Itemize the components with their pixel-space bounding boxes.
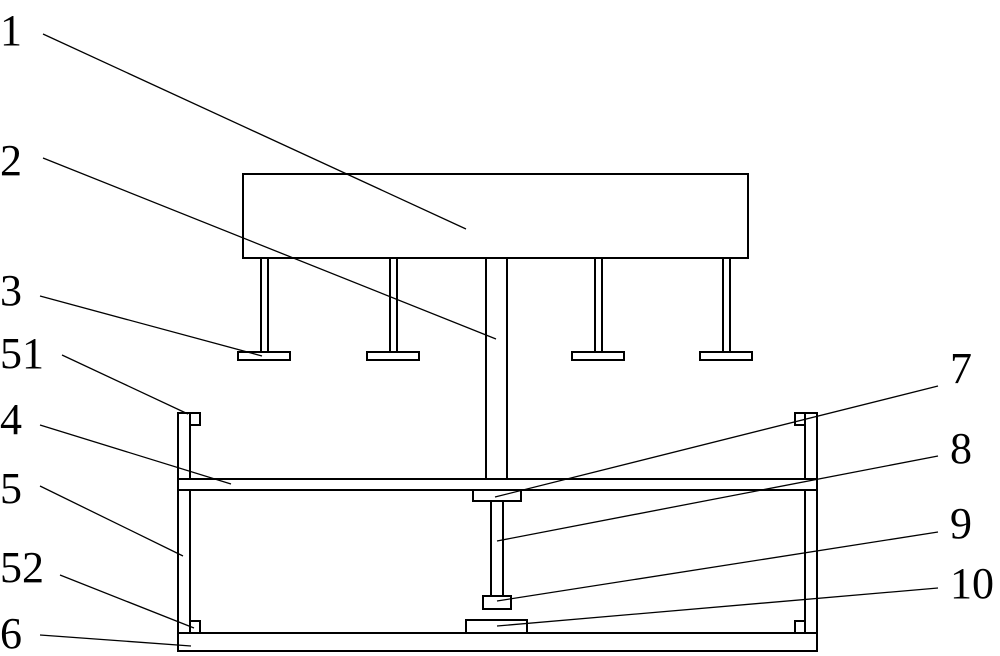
lower-shaft: [491, 501, 503, 609]
label-6: 6: [0, 609, 22, 656]
pin-stem-2: [390, 258, 397, 352]
label-7: 7: [950, 344, 972, 393]
leader-6: [40, 635, 191, 646]
leader-52: [60, 575, 194, 628]
lower-block-right: [795, 621, 805, 633]
label-1: 1: [0, 6, 22, 55]
leader-51: [62, 355, 188, 414]
bottom-mount: [466, 620, 527, 633]
label-2: 2: [0, 136, 22, 185]
pin-stem-3: [595, 258, 602, 352]
left-side-wall: [178, 413, 190, 633]
leader-10: [497, 588, 938, 626]
label-52: 52: [0, 543, 44, 592]
leader-5: [40, 486, 183, 556]
base-plate: [178, 633, 817, 651]
upper-block-right: [795, 413, 805, 425]
label-5: 5: [0, 464, 22, 513]
pin-stem-4: [723, 258, 730, 352]
cross-plate: [178, 479, 817, 490]
pin-foot-3: [572, 352, 624, 360]
top-housing-block: [243, 174, 748, 258]
right-side-wall: [805, 413, 817, 633]
pin-foot-2: [367, 352, 419, 360]
label-9: 9: [950, 499, 972, 548]
leader-9: [497, 532, 938, 601]
label-3: 3: [0, 266, 22, 315]
collar: [483, 596, 511, 609]
pin-foot-4: [700, 352, 752, 360]
leader-8: [497, 456, 938, 541]
central-rod: [486, 258, 507, 480]
pin-stem-1: [261, 258, 268, 352]
pin-foot-1: [238, 352, 290, 360]
label-51: 51: [0, 329, 44, 378]
label-8: 8: [950, 424, 972, 473]
label-10: 10: [950, 559, 994, 608]
leader-4: [40, 425, 231, 484]
upper-block-left: [190, 413, 200, 425]
leader-3: [40, 296, 262, 356]
label-4: 4: [0, 395, 22, 444]
